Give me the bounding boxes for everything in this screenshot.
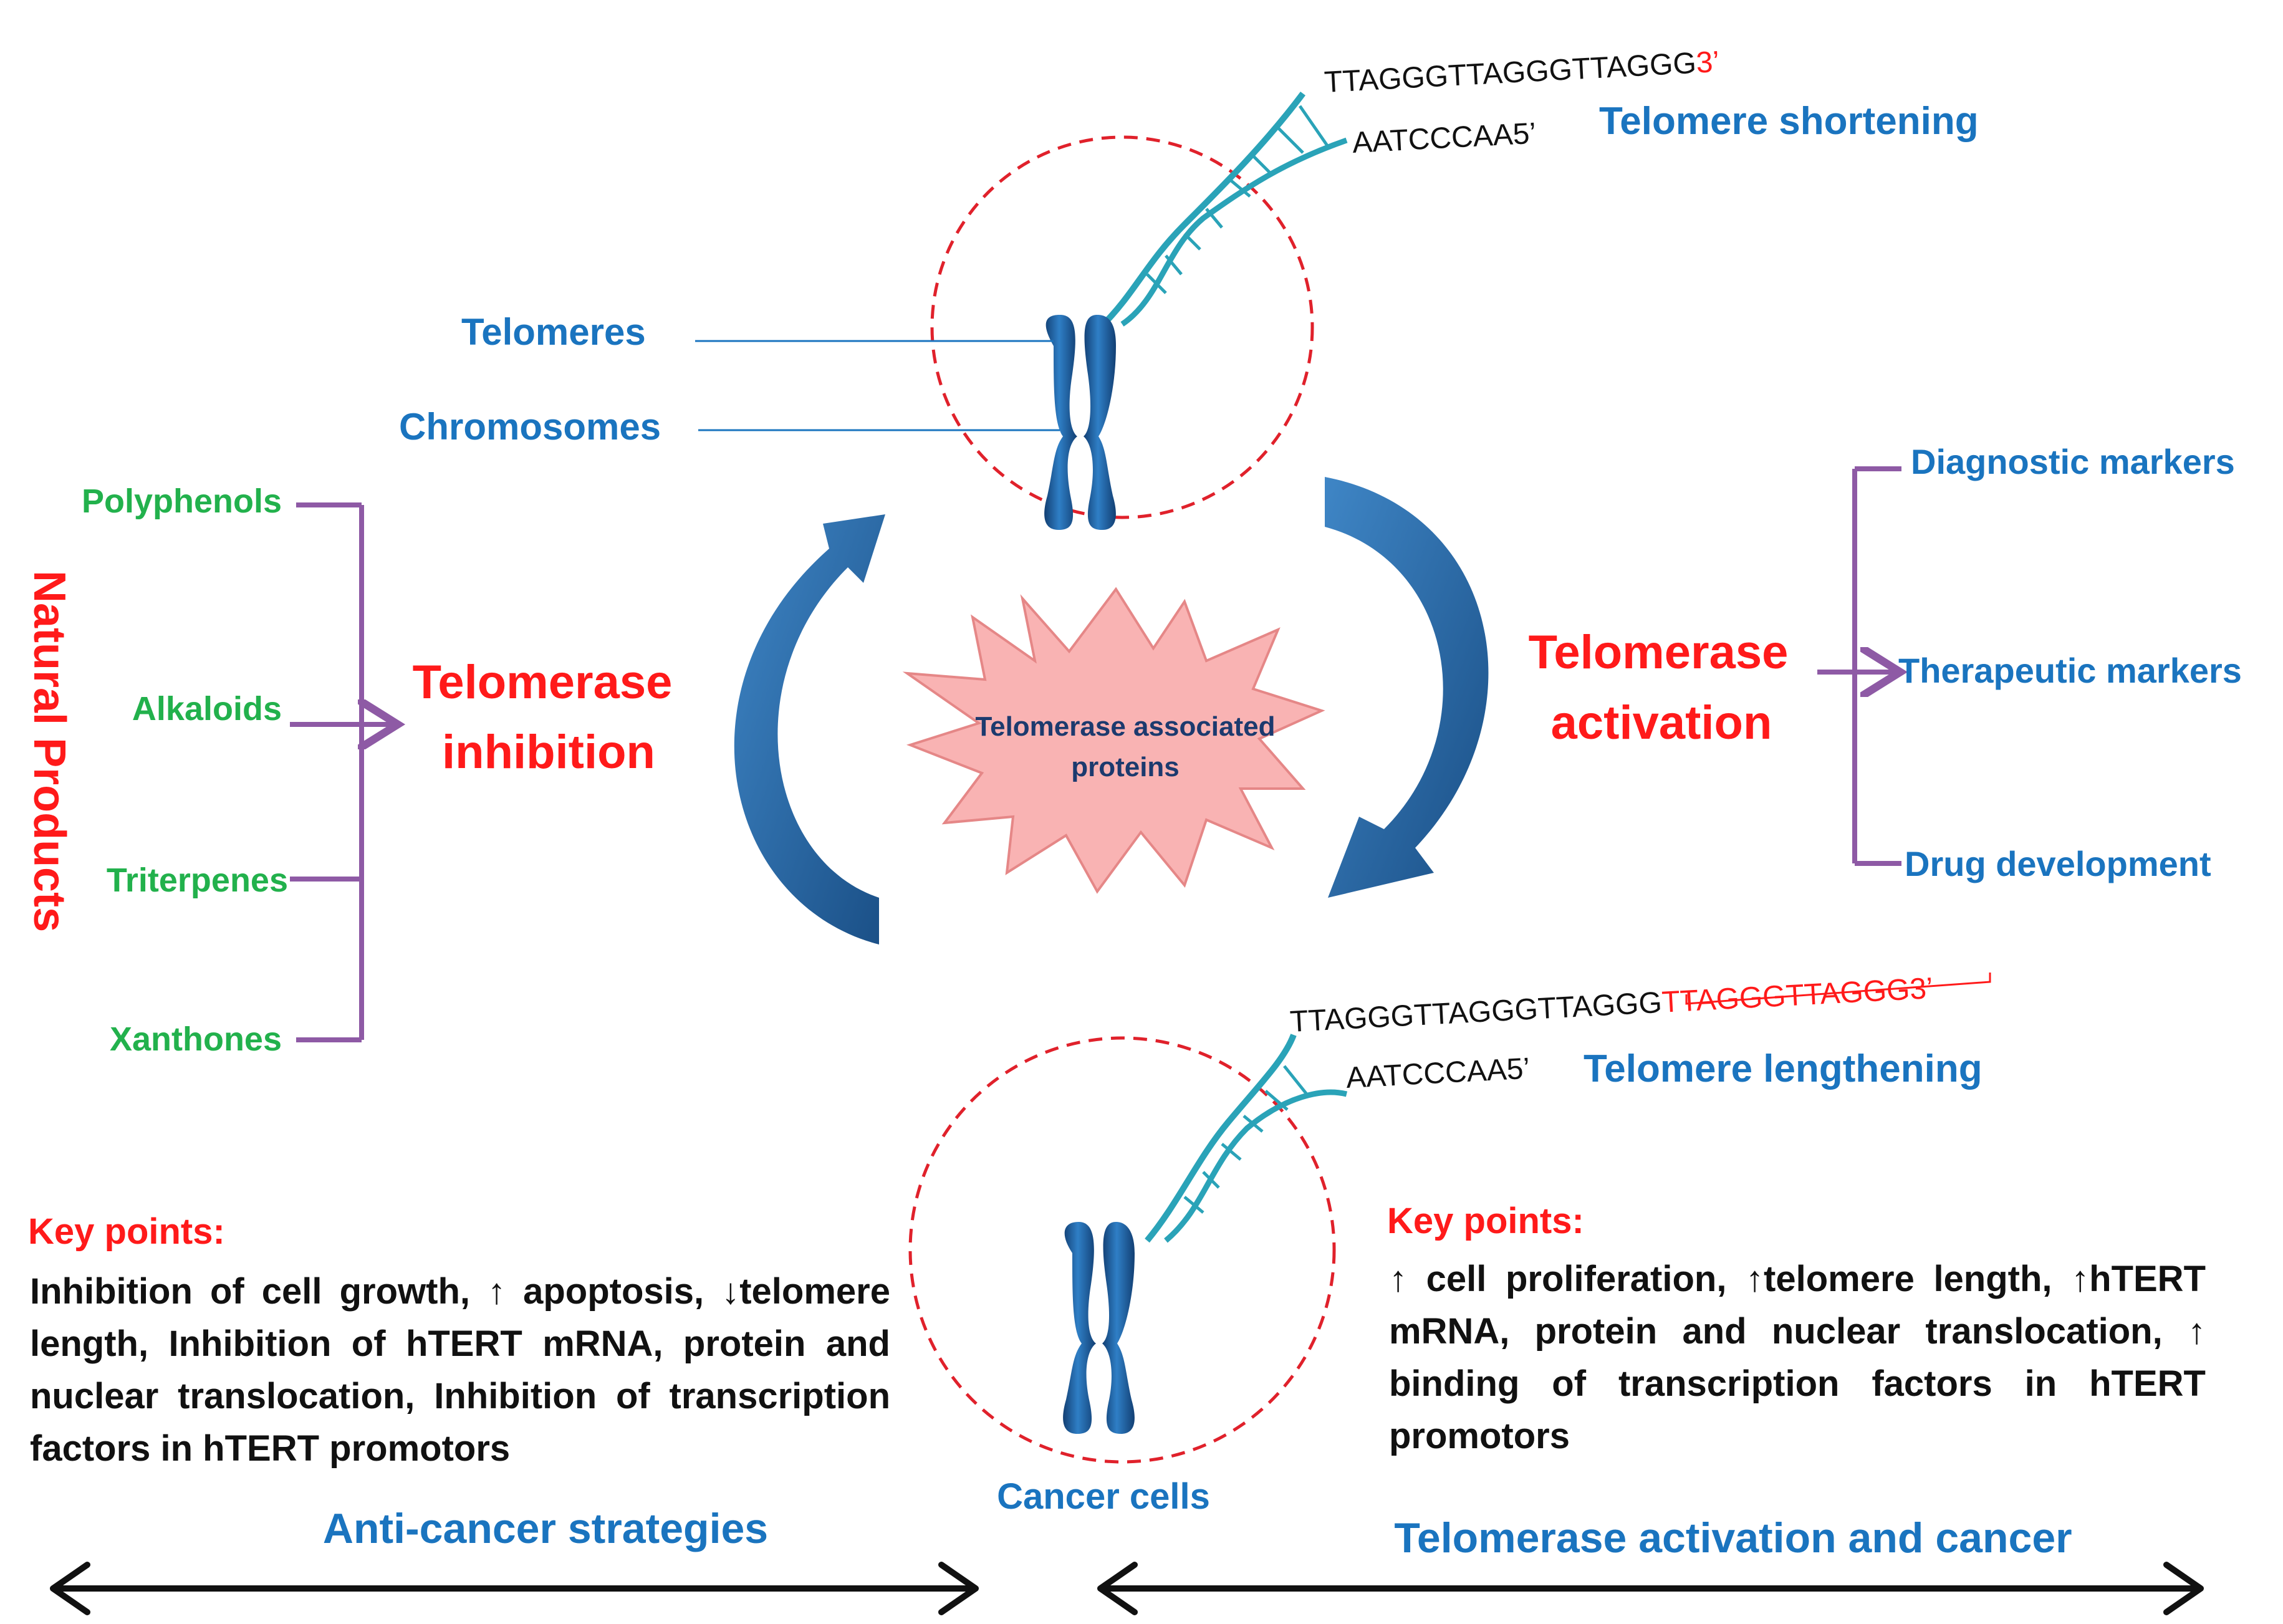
cancer-cells-label: Cancer cells — [997, 1476, 1210, 1517]
telomerase-inhibition-line2: inhibition — [442, 726, 655, 779]
telomere-lengthening-label: Telomere lengthening — [1584, 1047, 1983, 1090]
left-item-alkaloids: Alkaloids — [132, 690, 282, 728]
left-item-xanthones: Xanthones — [110, 1021, 282, 1058]
telomerase-activation-line2: activation — [1551, 696, 1772, 749]
bottom-dna-helix-icon — [1145, 1034, 1348, 1243]
star-label-line1: Telomerase associated — [976, 711, 1276, 742]
bottom-dna-strand-bottom: AATCCCAA5’ — [1345, 1052, 1531, 1095]
right-item-diagnostic-markers: Diagnostic markers — [1911, 442, 2235, 481]
chromosome-icon — [1044, 315, 1116, 530]
right-curved-arrow — [1325, 477, 1489, 898]
top-cell-dashed-circle — [930, 135, 1314, 519]
telomerase-star-shape — [902, 587, 1325, 894]
left-item-triterpenes: Triterpenes — [107, 862, 288, 899]
natural-products-vertical-title: Natural Products — [24, 570, 74, 932]
telomeres-label: Telomeres — [461, 311, 646, 353]
left-item-polyphenols: Polyphenols — [82, 483, 282, 520]
right-keypoints-heading: Key points: — [1387, 1201, 1584, 1241]
telomerase-activation-line1: Telomerase — [1529, 626, 1789, 679]
bottom-dna-extension-bracket — [1685, 973, 1991, 1005]
right-keypoints-text: ↑ cell proliferation, ↑telomere length, … — [1389, 1259, 2206, 1456]
top-dna-strand-top: TTAGGGTTAGGGTTAGGG3’ — [1324, 46, 1721, 99]
right-item-therapeutic-markers: Therapeutic markers — [1898, 651, 2242, 690]
left-keypoints-text: Inhibition of cell growth, ↑ apoptosis, … — [30, 1271, 890, 1469]
right-item-drug-development: Drug development — [1905, 844, 2211, 883]
star-label-line2: proteins — [1071, 752, 1180, 782]
left-double-arrow — [50, 1562, 979, 1615]
left-bracket — [290, 502, 393, 1042]
right-bracket — [1817, 466, 1901, 866]
dna-helix-icon — [1101, 91, 1348, 327]
telomerase-inhibition-line1: Telomerase — [413, 656, 673, 709]
right-double-arrow — [1097, 1562, 2204, 1615]
telomere-shortening-label: Telomere shortening — [1599, 100, 1979, 143]
chromosomes-label: Chromosomes — [399, 406, 661, 448]
bottom-dna-strand-top: TTAGGGTTAGGGTTAGGGTTAGGGTTAGGG3’ — [1289, 972, 1934, 1039]
left-keypoints-heading: Key points: — [28, 1211, 225, 1252]
anti-cancer-strategies-label: Anti-cancer strategies — [323, 1505, 768, 1552]
telomerase-activation-cancer-label: Telomerase activation and cancer — [1394, 1514, 2072, 1562]
bottom-chromosome-icon — [1063, 1222, 1135, 1434]
left-curved-arrow — [734, 514, 885, 944]
bottom-cell-dashed-circle — [908, 1036, 1336, 1464]
top-dna-strand-bottom: AATCCCAA5’ — [1352, 117, 1537, 160]
